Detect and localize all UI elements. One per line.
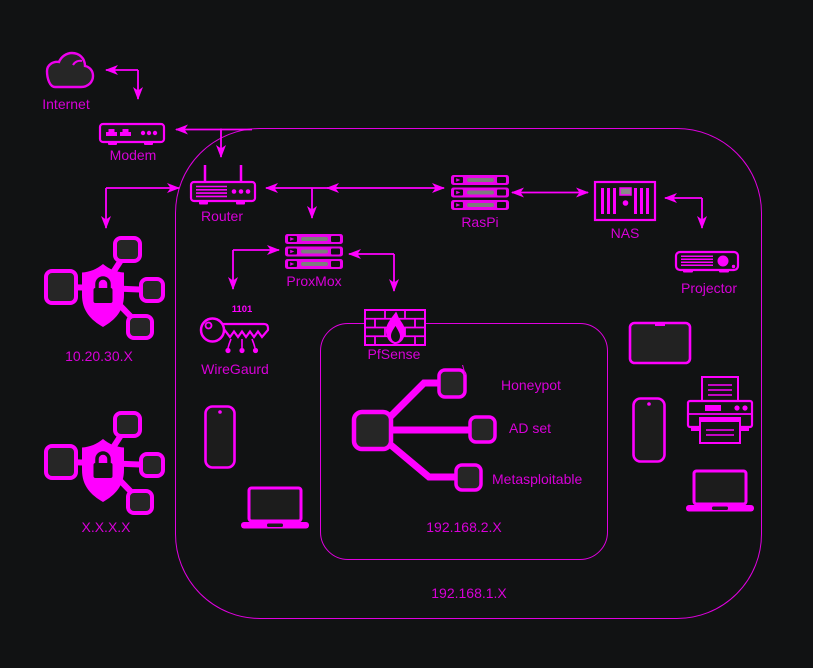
pfsense-firewall-icon [364, 309, 426, 346]
vpn-segment-label: 10.20.30.X [65, 348, 133, 364]
wiregaurd-label: WireGaurd [201, 361, 269, 377]
spoke-hub-metasploitable [383, 438, 457, 481]
router-label: Router [200, 208, 244, 224]
adset-node-icon [468, 415, 497, 444]
nas-icon [593, 180, 657, 222]
wiregaurd-bits-text: 1101 [232, 304, 253, 315]
spoke-hub-honeypot [383, 379, 441, 424]
projector-icon [674, 250, 740, 273]
printer-icon [686, 376, 754, 444]
proxmox-server-icon [285, 234, 343, 269]
lab-hub-cluster [351, 368, 497, 492]
laptop-icon [686, 469, 754, 512]
modem-icon [98, 122, 166, 145]
lan-network-boundary [175, 128, 762, 619]
internet-cloud-icon [45, 51, 95, 89]
honeypot-label: Honeypot [501, 377, 561, 393]
laptop-icon [241, 486, 309, 529]
phone-icon [204, 405, 236, 469]
honeypot-mark: \ [462, 362, 466, 378]
metasploitable-label: Metasploitable [492, 471, 583, 487]
lan-subnet-label: 192.168.1.X [431, 585, 507, 601]
raspi-server-icon [451, 175, 509, 210]
vpn-shield-network-icon [44, 236, 165, 340]
external-shield-network-icon [44, 411, 165, 515]
lab-hub-icon [351, 409, 394, 452]
ad-set-label: AD set [509, 420, 552, 436]
proxmox-label: ProxMox [286, 273, 342, 289]
modem-port-icon [106, 129, 117, 136]
lab-network-boundary [320, 323, 608, 560]
projector-label: Projector [680, 280, 738, 296]
lab-subnet-label: 192.168.2.X [426, 519, 502, 535]
wiregaurd-key-icon: 1101 [199, 304, 270, 354]
nas-label: NAS [610, 225, 640, 241]
metasploitable-node-icon [454, 463, 483, 492]
router-icon [189, 165, 257, 205]
external-segment-label: X.X.X.X [81, 519, 131, 535]
raspi-label: RasPi [461, 214, 499, 230]
phone-icon [632, 397, 666, 463]
lock-icon [95, 451, 111, 463]
modem-port-icon [120, 129, 131, 136]
honeypot-node-icon [437, 368, 467, 399]
pfsense-label: PfSense [367, 346, 421, 362]
modem-label: Modem [109, 147, 157, 163]
internet-label: Internet [42, 96, 90, 112]
tablet-icon [628, 321, 692, 365]
lock-icon [95, 276, 111, 288]
